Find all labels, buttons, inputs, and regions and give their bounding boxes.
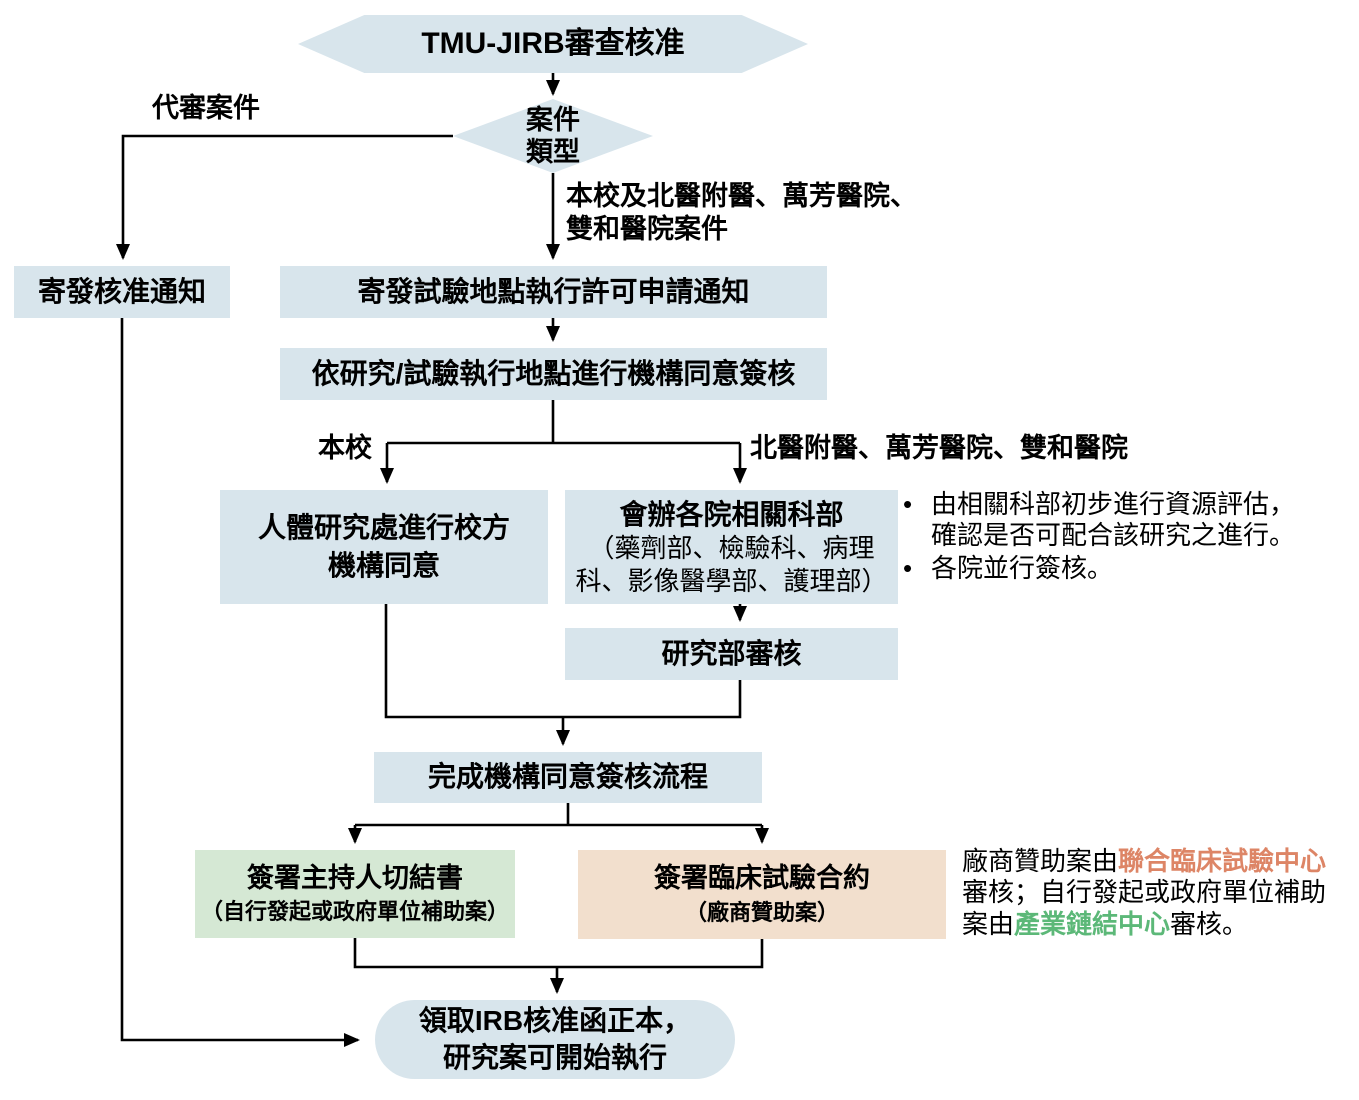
edge-merge-bar-low (353, 938, 764, 969)
hrpo-line: 人體研究處進行校方 (257, 512, 510, 544)
note-text: 審核；自行發起或政府單位補助 (962, 877, 1327, 908)
bullet-marker: • (903, 489, 913, 519)
node-notify-approval-label: 寄發核准通知 (37, 275, 206, 307)
sponsor-note-line: 審核；自行發起或政府單位補助 (962, 877, 1359, 908)
edge-proxy-to-end (120, 318, 360, 1047)
sponsor-note-line: 廠商贊助案由聯合臨床試驗中心 (962, 846, 1359, 877)
note-text: 審核。 (1170, 908, 1249, 939)
dept-notes: • 由相關科部初步進行資源評估，確認是否可配合該研究之進行。 • 各院並行簽核。 (903, 489, 1359, 587)
node-start-label: TMU-JIRB審查核准 (421, 26, 685, 60)
node-by-location-signoff-label: 依研究/試驗執行地點進行機構同意簽核 (311, 357, 796, 389)
edge-label-campus: 本校 (318, 433, 372, 463)
node-hospital-depts: 會辦各院相關科部 （藥劑部、檢驗科、病理 科、影像醫學部、護理部） (565, 490, 898, 604)
note-text: 案由 (962, 908, 1015, 939)
decision-line: 類型 (526, 137, 580, 167)
end-line: 研究案可開始執行 (442, 1041, 667, 1073)
node-notify-site-permit-label: 寄發試驗地點執行許可申請通知 (357, 275, 750, 307)
decision-line: 案件 (526, 104, 580, 135)
orange-highlight-text: 聯合臨床試驗中心 (1118, 846, 1327, 876)
pi-affidavit-subline: （自行發起或政府單位補助案） (200, 899, 509, 925)
bullet-marker: • (903, 553, 913, 584)
edge-label-hospitals: 北醫附醫、萬芳醫院、雙和醫院 (750, 433, 1128, 463)
node-pi-affidavit: 簽署主持人切結書 （自行發起或政府單位補助案） (195, 850, 515, 938)
edge-label-proxy-case: 代審案件 (152, 93, 260, 123)
hrpo-line: 機構同意 (327, 550, 440, 581)
hospital-depts-sub-line: 科、影像醫學部、護理部） (575, 565, 888, 596)
note-text: 廠商贊助案由 (962, 846, 1119, 876)
node-start: TMU-JIRB審查核准 (298, 15, 808, 73)
node-trial-contract: 簽署臨床試驗合約 （廠商贊助案） (578, 850, 946, 939)
sponsor-note-line: 案由產業鏈結中心審核。 (962, 909, 1359, 940)
edge-label-main-case: 本校及北醫附醫、萬芳醫院、 雙和醫院案件 (566, 180, 917, 246)
node-hrpo-consent: 人體研究處進行校方 機構同意 (220, 490, 548, 604)
hospital-depts-sub-line: （藥劑部、檢驗科、病理 (588, 533, 875, 563)
node-notify-site-permit: 寄發試驗地點執行許可申請通知 (280, 266, 827, 318)
node-end: 領取IRB核准函正本， 研究案可開始執行 (375, 1000, 735, 1079)
trial-contract-line: 簽署臨床試驗合約 (654, 863, 870, 894)
trial-contract-subline: （廠商贊助案） (684, 899, 839, 925)
node-research-review-label: 研究部審核 (661, 637, 802, 669)
bullet-text: 各院並行簽核。 (931, 553, 1114, 584)
bullet-text: 由相關科部初步進行資源評估，確認是否可配合該研究之進行。 (931, 489, 1296, 551)
node-complete-signoff: 完成機構同意簽核流程 (374, 752, 762, 803)
node-research-review: 研究部審核 (565, 628, 898, 680)
sponsor-note: 廠商贊助案由聯合臨床試驗中心審核；自行發起或政府單位補助案由產業鏈結中心審核。 (962, 846, 1359, 940)
pi-affidavit-line: 簽署主持人切結書 (247, 862, 463, 893)
edge-decision-to-proxy-notify (116, 134, 453, 260)
node-notify-approval: 寄發核准通知 (14, 266, 230, 318)
note-bullet: • 由相關科部初步進行資源評估，確認是否可配合該研究之進行。 (903, 489, 1359, 551)
edge-label-main-case-line: 本校及北醫附醫、萬芳醫院、 (566, 181, 917, 211)
green-highlight-text: 產業鏈結中心 (1014, 908, 1171, 939)
edge-label-main-case-line: 雙和醫院案件 (566, 214, 728, 245)
hospital-depts-title: 會辦各院相關科部 (619, 499, 844, 530)
end-line: 領取IRB核准函正本， (418, 1005, 692, 1037)
node-complete-signoff-label: 完成機構同意簽核流程 (427, 761, 708, 793)
node-by-location-signoff: 依研究/試驗執行地點進行機構同意簽核 (280, 348, 827, 400)
note-bullet: • 各院並行簽核。 (903, 553, 1359, 584)
